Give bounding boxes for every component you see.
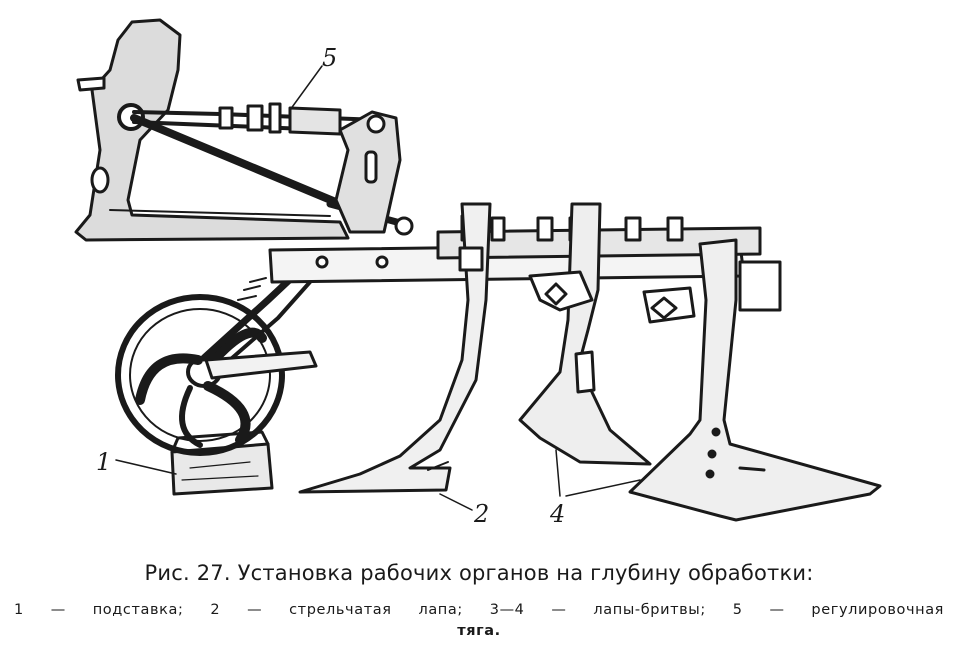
legend-line-2: тяга. [457,623,501,639]
rear-upright-frame [334,110,402,234]
leader-line-4b [565,479,641,497]
razor-blade-front [518,202,652,466]
legend-line-1: 1 — подставка; 2 — стрельчатая лапа; 3—4… [14,602,944,618]
support-wheel [115,294,285,456]
figure-caption-title: Рис. 27. Установка рабочих органов на гл… [144,561,814,585]
leader-line-1 [115,459,177,475]
callout-2: 2 [473,500,489,528]
figure-legend: 1 — подставка; 2 — стрельчатая лапа; 3—4… [14,600,944,642]
leader-line-4a [555,449,561,497]
leader-line-5 [289,65,323,111]
sweep-shovel [298,202,492,494]
leader-lines [115,65,641,511]
cultivator-drawing: 5 1 2 4 [74,18,882,528]
razor-blade-rear [628,238,882,522]
rear-bracket-casting [74,18,350,242]
callout-5: 5 [322,44,337,72]
callout-1: 1 [96,448,111,476]
leader-line-2 [439,493,473,511]
callout-4: 4 [549,500,565,528]
cultivator-illustration: 5 1 2 4 [74,18,882,528]
support-stand-block [170,430,274,496]
